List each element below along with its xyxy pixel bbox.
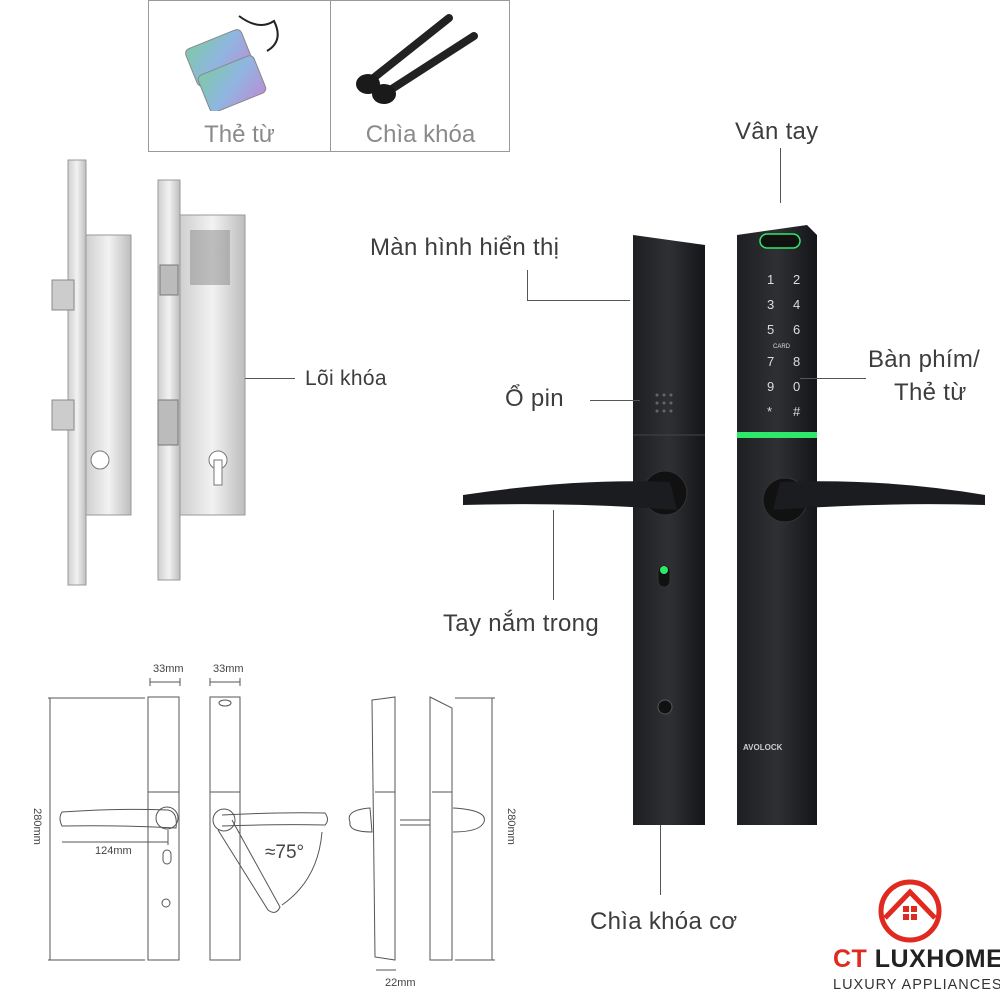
key-9: 9 [767,379,774,394]
dim-angle: ≈75° [265,842,305,863]
callout-fingerprint: Vân tay [735,118,819,145]
key-1: 1 [767,272,774,287]
key-6: 6 [793,322,800,337]
callout-keypad-card: Thẻ từ [894,379,967,406]
dim-depth: 22mm [385,977,416,989]
leader-line [553,510,554,600]
key-label: Chìa khóa [365,121,476,148]
callout-battery: Ổ pin [505,385,564,412]
house-logo-icon [878,879,942,943]
callout-keypad: Bàn phím/ [868,346,981,373]
logo-luxhome: LUXHOME [874,945,1000,973]
mortise-lock-image [51,159,246,586]
leader-line [527,270,528,300]
key-image [356,14,478,104]
key-star: * [767,404,772,419]
logo-ct: CT [833,945,868,973]
dim-width-front: 33mm [153,663,184,675]
leader-line [660,825,661,895]
key-0: 0 [793,379,800,394]
leader-line [527,300,630,301]
callout-inner-handle: Tay nắm trong [443,610,599,637]
dim-handle-length: 124mm [95,845,132,857]
leader-line [590,400,640,401]
dim-width-back: 33mm [213,663,244,675]
callout-lock-core: Lõi khóa [305,367,387,390]
dimension-drawing [48,678,495,971]
dim-height-left: 280mm [30,808,43,845]
card-label: Thẻ từ [204,121,275,148]
logo-wordmark: CT LUXHOME [833,947,1000,972]
leader-line [780,148,781,203]
smart-lock-image: 1 2 3 4 5 6 7 8 9 0 * # CARD AVOLOCK [463,225,985,825]
callout-mechanical-key: Chìa khóa cơ [590,908,738,935]
key-5: 5 [767,322,774,337]
divider [330,1,331,151]
magnetic-card-image [185,15,279,111]
key-hash: # [793,404,801,419]
key-8: 8 [793,354,800,369]
dim-height-right: 280mm [504,808,517,845]
accessories-box: Thẻ từ Chìa khóa [148,0,510,152]
logo-tagline: LUXURY APPLIANCES [833,977,1000,993]
key-7: 7 [767,354,774,369]
product-brand: AVOLOCK [743,743,783,752]
key-2: 2 [793,272,800,287]
key-3: 3 [767,297,774,312]
card-zone-label: CARD [773,344,791,350]
callout-display: Màn hình hiển thị [370,234,560,261]
key-4: 4 [793,297,800,312]
leader-line [245,378,295,379]
leader-line [800,378,866,379]
